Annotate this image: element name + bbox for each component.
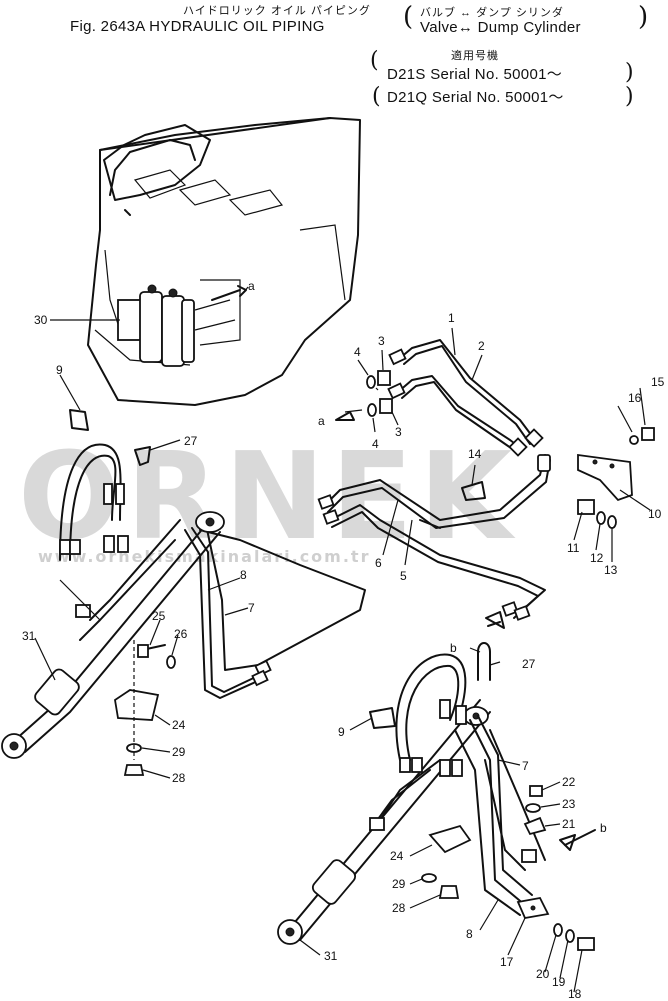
callout-19: 19	[552, 975, 566, 989]
callout-16: 16	[628, 391, 642, 405]
callout-17: 17	[500, 955, 514, 969]
paren-open-1: (	[403, 2, 414, 32]
paren-close-2: )	[625, 60, 634, 85]
paren-open-3: (	[372, 84, 381, 109]
callout-9-right: 9	[338, 725, 345, 739]
callout-4-bottom: 4	[372, 437, 379, 451]
control-valve	[110, 284, 247, 367]
callout-12: 12	[590, 551, 604, 565]
callout-30: 30	[34, 313, 48, 327]
callout-15: 15	[651, 375, 665, 389]
watermark: ORNEK www.ornekismakinalari.com.tr	[18, 428, 518, 567]
title-japanese: ハイドロリック オイル パイピング	[183, 5, 371, 17]
bracket-plate-10	[461, 427, 655, 529]
subtitle: Valve↔ Dump Cylinder	[420, 19, 581, 36]
callout-13: 13	[604, 563, 618, 577]
watermark-brand: ORNEK	[18, 428, 518, 567]
callout-28-left: 28	[172, 771, 186, 785]
pipe-assembly-1-2	[387, 339, 544, 457]
callout-18: 18	[568, 987, 582, 1001]
leader-lines	[34, 286, 651, 993]
callout-25: 25	[152, 609, 166, 623]
pipe-assembly-7-8-left	[184, 519, 366, 699]
left-dump-cylinder	[1, 409, 225, 759]
callout-ref-a-top: a	[248, 279, 255, 293]
callout-ref-b-right: b	[600, 821, 607, 835]
callout-31-left: 31	[22, 629, 36, 643]
callout-31-right: 31	[324, 949, 338, 963]
callout-27-right: 27	[522, 657, 536, 671]
callout-labels: 30 a 1 2 3 4 3 4 a 15 16 14 6 5 10 11 12…	[22, 279, 665, 1001]
callout-28-right: 28	[392, 901, 406, 915]
serial-d21s: D21S Serial No. 50001～	[387, 66, 563, 83]
figure-title: Fig. 2643A HYDRAULIC OIL PIPING	[70, 18, 325, 35]
applicability-japanese: 適用号機	[451, 50, 499, 62]
callout-20: 20	[536, 967, 550, 981]
callout-11: 11	[567, 541, 580, 555]
callout-6: 6	[375, 556, 382, 570]
callout-8-right: 8	[466, 927, 473, 941]
callout-29-left: 29	[172, 745, 186, 759]
callout-2: 2	[478, 339, 485, 353]
callout-1: 1	[448, 311, 455, 325]
right-bracket-hardware	[421, 785, 595, 951]
callout-5: 5	[400, 569, 407, 583]
callout-9-left: 9	[56, 363, 63, 377]
callout-3-top: 3	[378, 334, 385, 348]
subtitle-japanese: バルブ ↔ ダンプ シリンダ	[420, 7, 564, 19]
right-dump-cylinder	[277, 642, 546, 945]
callout-3-bottom: 3	[395, 425, 402, 439]
callout-26: 26	[174, 627, 188, 641]
paren-open-2: (	[370, 48, 379, 73]
callout-29-right: 29	[392, 877, 406, 891]
serial-d21q: D21Q Serial No. 50001～	[387, 89, 564, 106]
callout-8-left: 8	[240, 568, 247, 582]
callout-27-left: 27	[184, 434, 198, 448]
callout-ref-b-top: b	[450, 641, 457, 655]
callout-4-top: 4	[354, 345, 361, 359]
callout-24-right: 24	[390, 849, 404, 863]
callout-ref-a-left: a	[318, 414, 325, 428]
callout-24-left: 24	[172, 718, 186, 732]
fittings-3-4	[335, 370, 393, 421]
left-bracket-hardware	[114, 446, 176, 776]
callout-22: 22	[562, 775, 576, 789]
paren-close-3: )	[625, 84, 634, 109]
callout-7-right: 7	[522, 759, 529, 773]
pipe-assembly-5-6	[317, 454, 551, 621]
machine-body	[87, 117, 361, 406]
paren-close-1: )	[638, 2, 649, 32]
callout-14: 14	[468, 447, 482, 461]
callout-21: 21	[562, 817, 576, 831]
callout-10: 10	[648, 507, 662, 521]
callout-7-left: 7	[248, 601, 255, 615]
callout-23: 23	[562, 797, 576, 811]
